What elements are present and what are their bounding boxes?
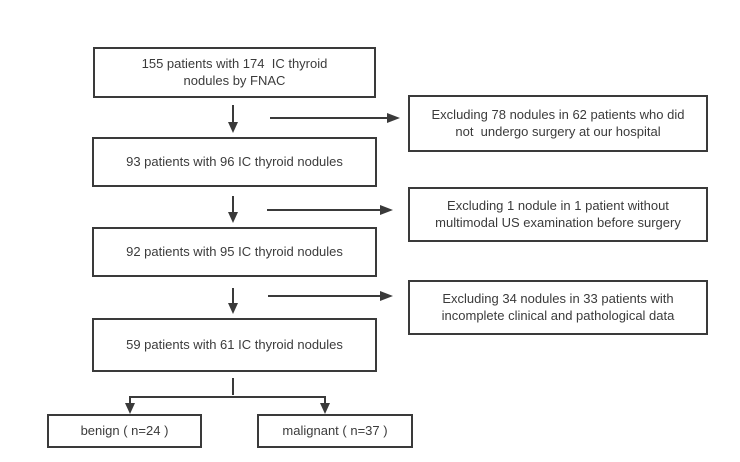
box-outcome-malignant: malignant ( n=37 ) bbox=[257, 414, 413, 448]
branch-arrow-left-icon bbox=[125, 403, 135, 414]
arrow-right-2-icon bbox=[380, 205, 393, 215]
branch-horizontal-line bbox=[129, 396, 326, 398]
arrow-down-2-shaft bbox=[232, 196, 234, 213]
branch-left-drop bbox=[129, 396, 131, 404]
box-us-cohort-line1: 92 patients with 95 IC thyroid nodules bbox=[126, 243, 343, 259]
box-exclusion-incomplete-data: Excluding 34 nodules in 33 patients with… bbox=[408, 280, 708, 335]
box-exclusion-no-surgery-line2: not undergo surgery at our hospital bbox=[455, 123, 661, 139]
box-outcome-malignant-label: malignant ( n=37 ) bbox=[282, 422, 388, 438]
box-outcome-benign-label: benign ( n=24 ) bbox=[80, 422, 169, 438]
arrow-right-3-icon bbox=[380, 291, 393, 301]
box-fnac-cohort: 155 patients with 174 IC thyroid nodules… bbox=[93, 47, 376, 98]
arrow-down-1-shaft bbox=[232, 105, 234, 123]
arrow-right-3-shaft bbox=[268, 295, 381, 297]
branch-right-drop bbox=[324, 396, 326, 404]
arrow-right-2-shaft bbox=[267, 209, 381, 211]
box-exclusion-no-multimodal-us: Excluding 1 nodule in 1 patient without … bbox=[408, 187, 708, 242]
branch-stub bbox=[232, 378, 234, 395]
box-exclusion-no-multimodal-us-line1: Excluding 1 nodule in 1 patient without bbox=[447, 197, 669, 213]
box-exclusion-no-surgery-line1: Excluding 78 nodules in 62 patients who … bbox=[431, 106, 685, 122]
arrow-down-1-icon bbox=[228, 122, 238, 133]
box-exclusion-incomplete-data-line2: incomplete clinical and pathological dat… bbox=[441, 307, 675, 323]
arrow-right-1-icon bbox=[387, 113, 400, 123]
box-surgery-cohort-line1: 93 patients with 96 IC thyroid nodules bbox=[126, 153, 343, 169]
box-final-cohort-line1: 59 patients with 61 IC thyroid nodules bbox=[126, 336, 343, 352]
box-exclusion-no-multimodal-us-line2: multimodal US examination before surgery bbox=[435, 214, 681, 230]
arrow-down-3-icon bbox=[228, 303, 238, 314]
box-fnac-cohort-line1: 155 patients with 174 IC thyroid bbox=[141, 55, 328, 71]
box-exclusion-no-surgery: Excluding 78 nodules in 62 patients who … bbox=[408, 95, 708, 152]
arrow-down-3-shaft bbox=[232, 288, 234, 304]
box-us-cohort: 92 patients with 95 IC thyroid nodules bbox=[92, 227, 377, 277]
box-final-cohort: 59 patients with 61 IC thyroid nodules bbox=[92, 318, 377, 372]
arrow-down-2-icon bbox=[228, 212, 238, 223]
box-surgery-cohort: 93 patients with 96 IC thyroid nodules bbox=[92, 137, 377, 187]
branch-arrow-right-icon bbox=[320, 403, 330, 414]
box-outcome-benign: benign ( n=24 ) bbox=[47, 414, 202, 448]
arrow-right-1-shaft bbox=[270, 117, 388, 119]
box-fnac-cohort-line2: nodules by FNAC bbox=[183, 72, 286, 88]
box-exclusion-incomplete-data-line1: Excluding 34 nodules in 33 patients with bbox=[442, 290, 674, 306]
